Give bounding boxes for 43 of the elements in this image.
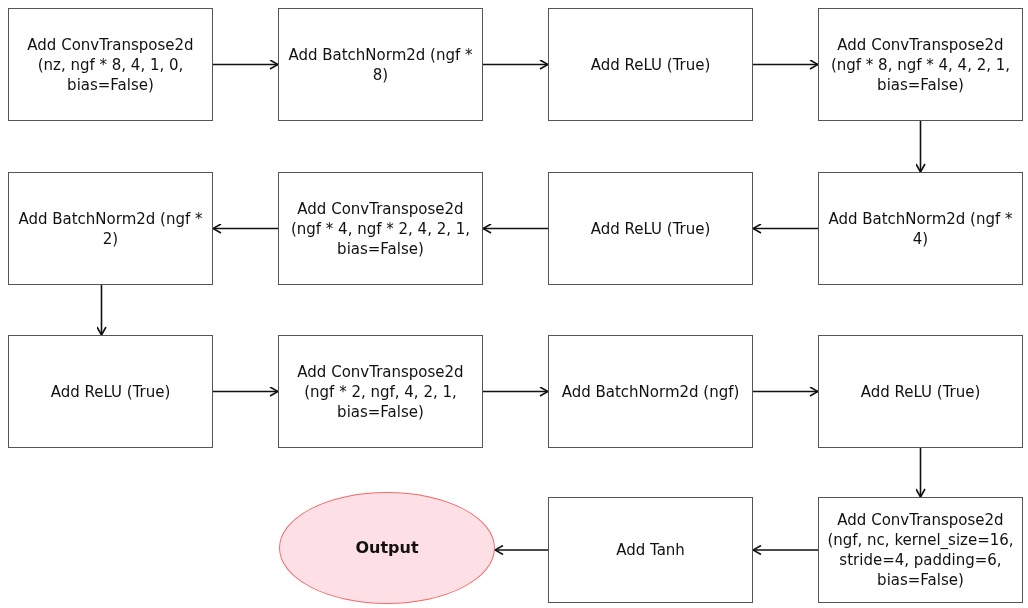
node-label: Add ReLU (True)	[50, 381, 171, 402]
node-label: Add ConvTranspose2d (ngf * 4, ngf * 2, 4, 2, 1, bias=False)	[289, 198, 472, 259]
process-box	[548, 497, 753, 603]
arrow	[752, 223, 819, 234]
process-box	[278, 335, 483, 448]
arrow	[212, 223, 279, 234]
process-box	[8, 335, 213, 448]
node-label: Add BatchNorm2d (ngf * 4)	[827, 208, 1014, 249]
process-box	[548, 8, 753, 121]
node-label: Add Tanh	[616, 540, 685, 560]
node-label: Add BatchNorm2d (ngf * 2)	[17, 208, 204, 249]
process-box	[278, 172, 483, 285]
arrow	[96, 284, 107, 336]
node-label: Add ConvTranspose2d (ngf, nc, kernel_size=16, stride=4, padding=6, bias=False)	[827, 510, 1014, 590]
arrow	[494, 544, 549, 556]
node-label: Add ConvTranspose2d (ngf * 8, ngf * 4, 4, 2, 1, bias=False)	[829, 34, 1012, 95]
process-box	[818, 497, 1023, 603]
node-label: Output	[355, 538, 419, 558]
arrow	[212, 59, 279, 70]
process-box	[278, 8, 483, 121]
process-box	[818, 335, 1023, 448]
arrow	[212, 386, 279, 397]
node-label: Add BatchNorm2d (ngf * 8)	[287, 44, 474, 85]
node-label: Add ReLU (True)	[590, 54, 711, 75]
arrow	[752, 544, 819, 556]
arrow	[752, 59, 819, 70]
process-box	[818, 8, 1023, 121]
arrow	[915, 120, 926, 173]
process-box	[548, 335, 753, 448]
arrow	[482, 59, 549, 70]
process-box	[8, 8, 213, 121]
arrow	[482, 223, 549, 234]
arrow	[752, 386, 819, 397]
arrow	[915, 447, 926, 498]
node-label: Add ConvTranspose2d (ngf * 2, ngf, 4, 2, 1, bias=False)	[296, 361, 465, 422]
process-box	[548, 172, 753, 285]
arrow	[482, 386, 549, 397]
node-label: Add ReLU (True)	[860, 381, 981, 402]
process-box	[8, 172, 213, 285]
node-label: Add BatchNorm2d (ngf)	[561, 381, 740, 402]
node-label: Add ConvTranspose2d (nz, ngf * 8, 4, 1, 0, bias=False)	[26, 34, 195, 95]
node-label: Add ReLU (True)	[590, 218, 711, 239]
process-box	[818, 172, 1023, 285]
